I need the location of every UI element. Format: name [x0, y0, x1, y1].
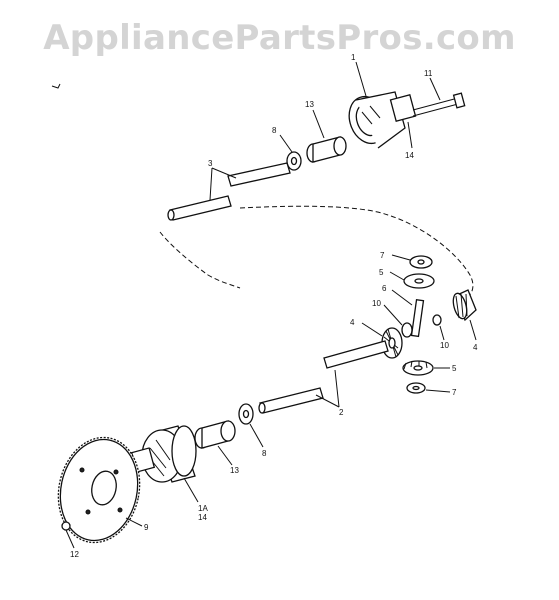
leader-7-top: [391, 254, 411, 261]
part-11-bolt: [412, 92, 466, 117]
leader-13-bottom: [217, 445, 233, 466]
leader-3b: [211, 167, 237, 179]
part-12-nut: [61, 521, 71, 531]
part-5-bottom-gear: [402, 360, 434, 376]
part-13-top-spacer: [306, 136, 347, 163]
leader-4-right: [469, 319, 477, 341]
callout-14-bottom: 14: [198, 513, 207, 522]
callout-9: 9: [144, 523, 149, 532]
corner-mark: [51, 83, 61, 89]
part-9-sprocket: [57, 436, 141, 544]
part-2-lower-axle: [258, 340, 389, 414]
callout-1: 1: [351, 53, 356, 62]
part-1-upper-hub: [348, 91, 417, 149]
callout-10-right: 10: [440, 341, 449, 350]
callout-7-bottom: 7: [452, 388, 457, 397]
callout-5-bottom: 5: [452, 364, 457, 373]
callout-4-right: 4: [473, 343, 478, 352]
callout-4-left: 4: [350, 318, 355, 327]
leader-3a: [209, 167, 213, 201]
leader-8-bottom: [249, 423, 264, 448]
part-6-pin: [410, 299, 425, 338]
part-7-top-washer: [409, 255, 433, 269]
leader-4-left: [361, 322, 383, 337]
part-10-left-collar: [401, 322, 413, 338]
callout-11: 11: [424, 69, 433, 78]
leader-11: [429, 77, 441, 101]
callout-8-top: 8: [272, 126, 277, 135]
leader-1: [355, 61, 367, 97]
part-3-axle: [167, 162, 291, 221]
callout-7-top: 7: [380, 251, 385, 260]
part-1a-lower-hub: [130, 425, 197, 483]
part-10-right-collar: [432, 314, 442, 326]
callout-6: 6: [382, 284, 387, 293]
leader-14: [407, 121, 413, 149]
callout-13-top: 13: [305, 100, 314, 109]
leader-9: [125, 517, 143, 527]
callout-2: 2: [339, 408, 344, 417]
leader-8-top: [279, 134, 293, 153]
callout-12: 12: [70, 550, 79, 559]
leader-2b: [334, 369, 340, 408]
leader-6: [391, 289, 413, 306]
part-5-top-gear: [403, 273, 435, 289]
callout-1a: 1A: [198, 504, 208, 513]
leader-7-bottom: [425, 389, 451, 393]
part-4-right-bevel-gear: [452, 289, 477, 322]
leader-10-right: [439, 325, 445, 341]
part-8-top-washer: [286, 151, 302, 171]
callout-8-bottom: 8: [262, 449, 267, 458]
callout-3: 3: [208, 159, 213, 168]
leader-12: [65, 529, 75, 549]
part-8-bottom-washer: [238, 403, 254, 425]
callout-13-bottom: 13: [230, 466, 239, 475]
callout-5-top: 5: [379, 268, 384, 277]
leader-1a: [183, 477, 199, 503]
leader-5-top: [389, 271, 405, 281]
callout-14: 14: [405, 151, 414, 160]
callout-10-left: 10: [372, 299, 381, 308]
part-13-bottom-spacer: [194, 420, 236, 449]
assembly-dashed-path: [159, 205, 474, 301]
leader-13-top: [312, 109, 325, 139]
watermark-logo: AppliancePartsPros.com: [43, 18, 516, 58]
part-7-bottom-washer: [406, 382, 426, 394]
leader-2a: [315, 394, 340, 408]
leader-10-left: [383, 304, 403, 326]
